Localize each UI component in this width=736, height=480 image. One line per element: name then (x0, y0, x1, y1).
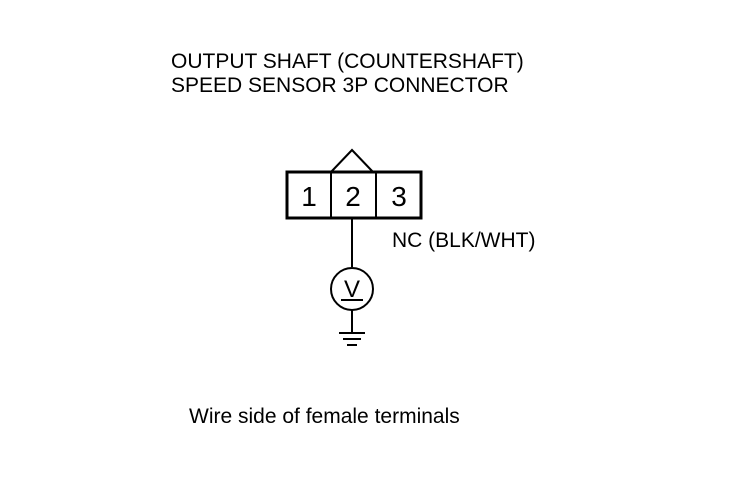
voltmeter-symbol: V (344, 276, 360, 303)
wire-color-label: NC (BLK/WHT) (392, 229, 536, 252)
connector-lock-tab (330, 148, 374, 173)
ground-icon (339, 332, 365, 346)
diagram-caption: Wire side of female terminals (189, 405, 460, 428)
connector-pin-3: 3 (391, 181, 407, 212)
connector-body (285, 170, 423, 220)
connector-pin-1: 1 (301, 181, 317, 212)
connector-pin-2: 2 (345, 181, 361, 212)
diagram-title-line-2: SPEED SENSOR 3P CONNECTOR (171, 74, 509, 97)
diagram-title-line-1: OUTPUT SHAFT (COUNTERSHAFT) (171, 50, 524, 73)
voltmeter-icon: V (330, 267, 374, 311)
